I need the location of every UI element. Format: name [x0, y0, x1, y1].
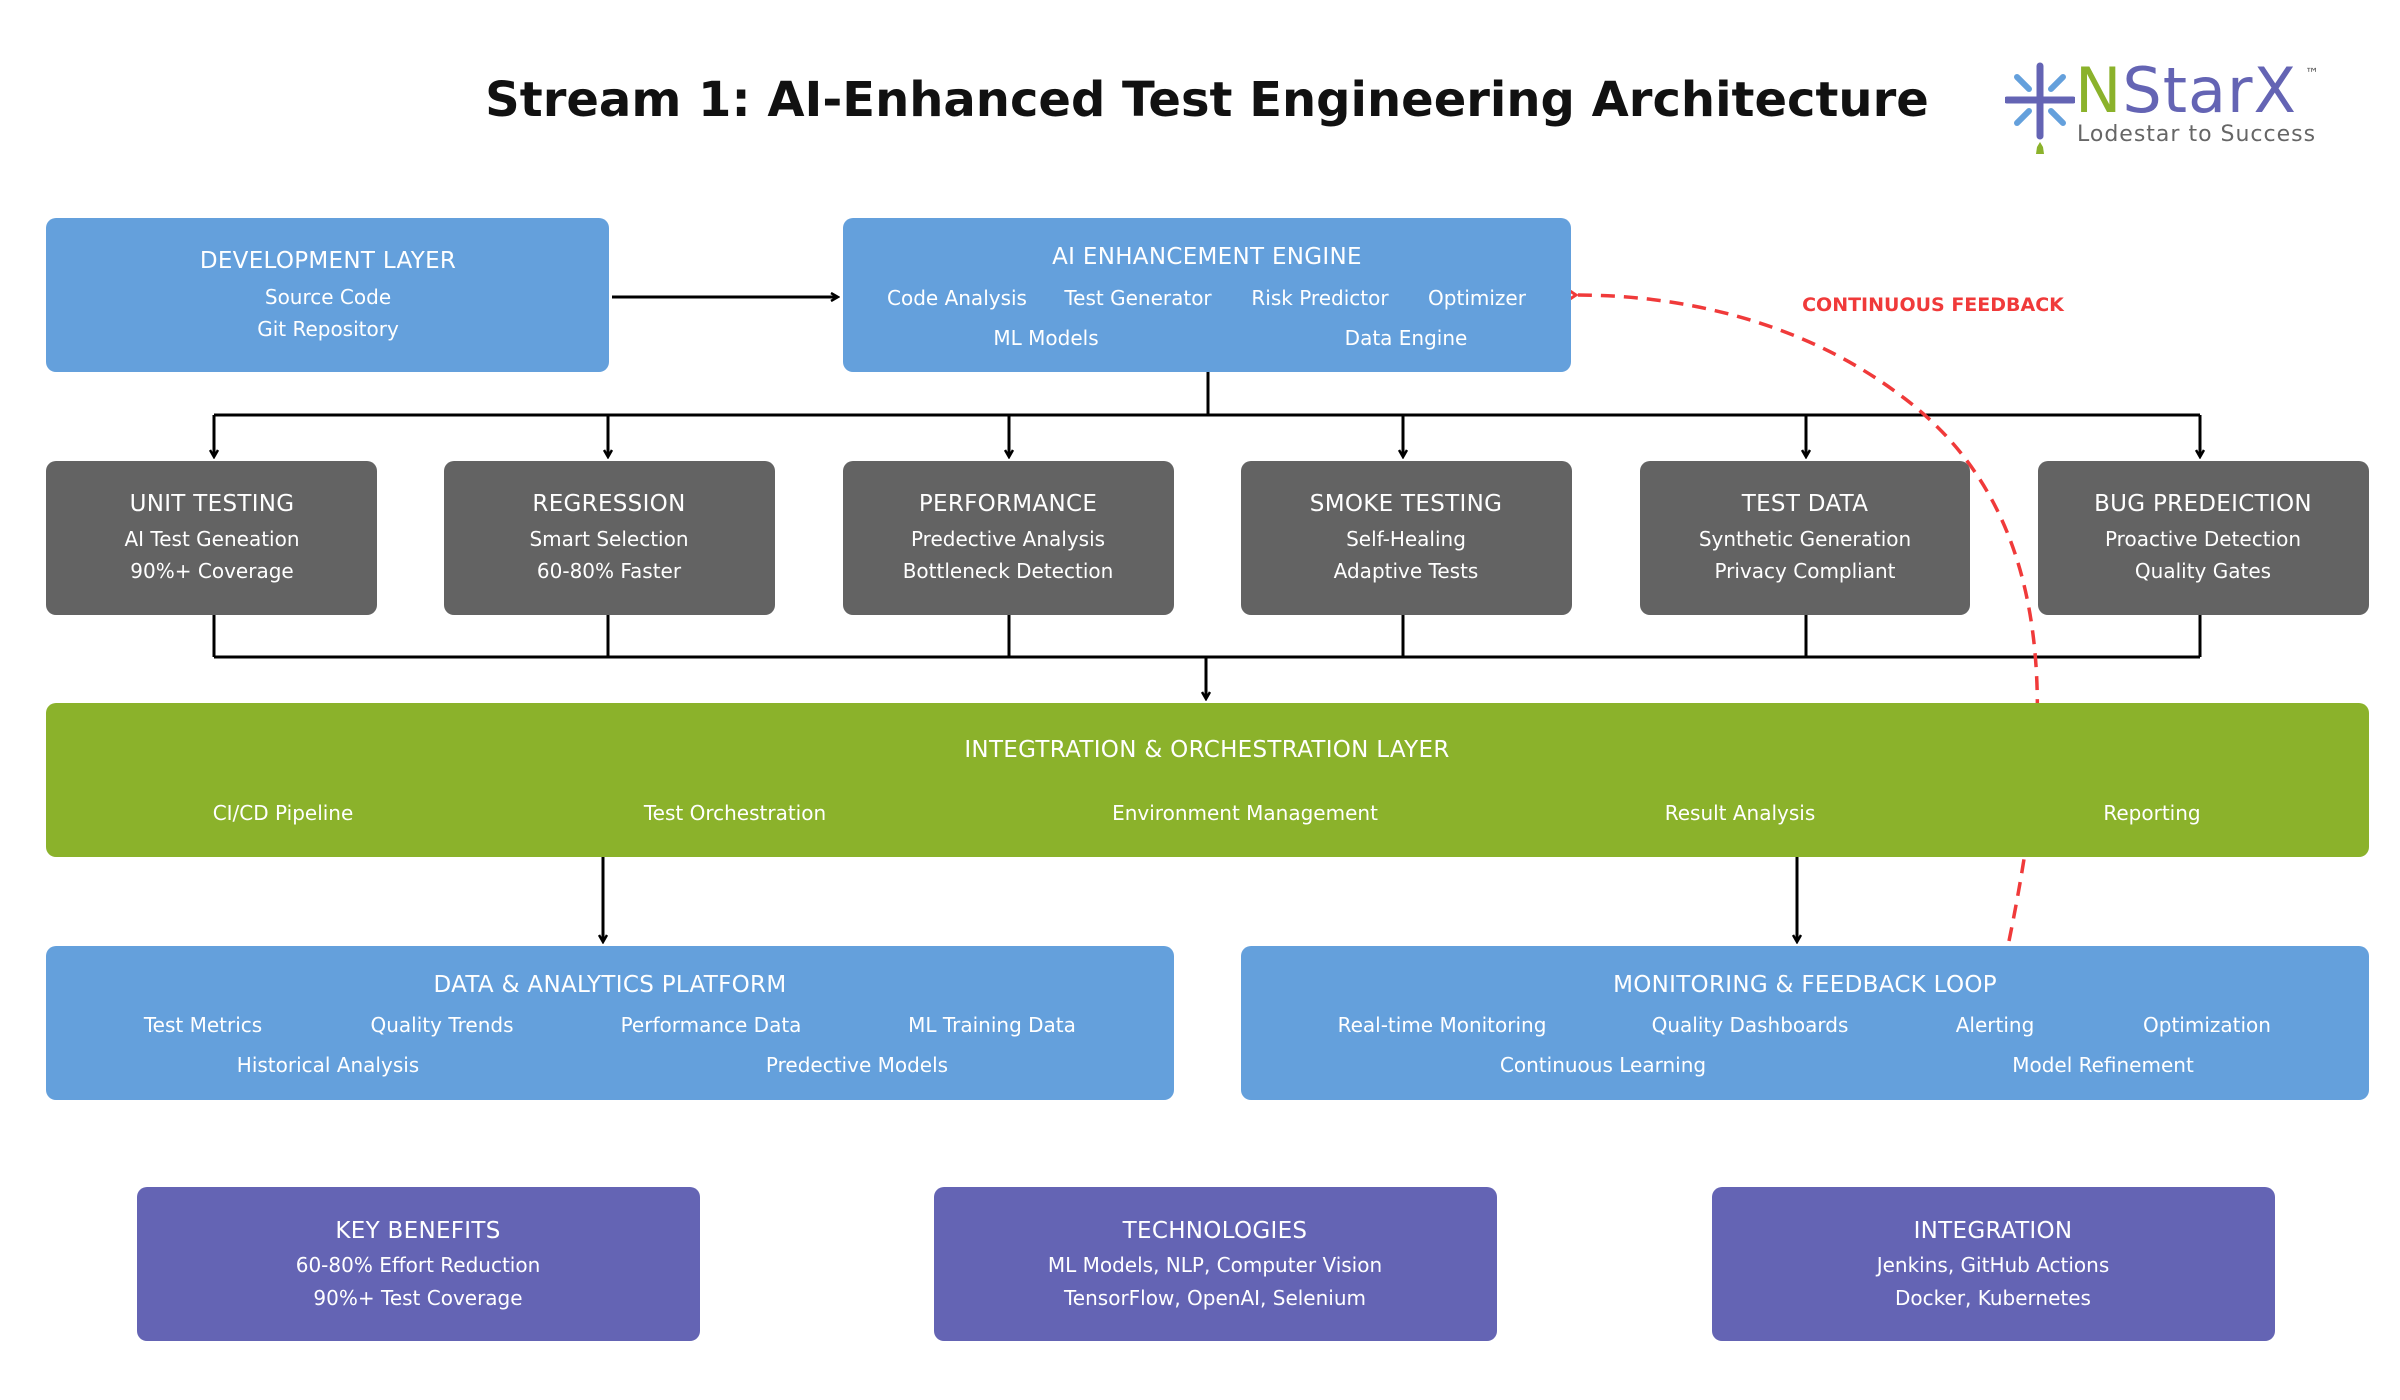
- key-benefits-box: [137, 1187, 700, 1341]
- ai-engine-item: Test Generator: [1064, 286, 1212, 310]
- data-platform-item: Test Metrics: [143, 1013, 263, 1037]
- technologies-box: [934, 1187, 1497, 1341]
- data-platform-box: [46, 946, 1174, 1100]
- test-type-line: Adaptive Tests: [1333, 559, 1479, 583]
- monitoring-item: Quality Dashboards: [1651, 1013, 1849, 1037]
- test-type-line: 90%+ Coverage: [130, 559, 294, 583]
- integration-item: Reporting: [2103, 801, 2201, 825]
- monitoring-box: [1241, 946, 2369, 1100]
- summary-line: Docker, Kubernetes: [1895, 1286, 2091, 1310]
- monitoring-item: Optimization: [2143, 1013, 2271, 1037]
- integration-title: INTEGTRATION & ORCHESTRATION LAYER: [964, 737, 1450, 763]
- logo-n: N: [2075, 54, 2123, 127]
- integration-item: CI/CD Pipeline: [212, 801, 354, 825]
- development-layer-box: [46, 218, 609, 372]
- test-type-line: Bottleneck Detection: [902, 559, 1114, 583]
- rise-connectors: [212, 615, 2202, 657]
- summary-line: Jenkins, GitHub Actions: [1876, 1253, 2110, 1277]
- integration-item: Result Analysis: [1664, 801, 1816, 825]
- continuous-feedback-label: CONTINUOUS FEEDBACK: [1802, 294, 2064, 316]
- summary-line: 90%+ Test Coverage: [313, 1286, 523, 1310]
- drop-arrows: [214, 415, 2200, 457]
- logo-tagline: Lodestar to Success: [2077, 122, 2317, 147]
- test-type-line: 60-80% Faster: [536, 559, 682, 583]
- test-type-title: BUG PREDEICTION: [2094, 491, 2312, 517]
- monitoring-item: Model Refinement: [2012, 1053, 2194, 1077]
- unit-testing-box: [46, 461, 377, 615]
- test-type-line: Proactive Detection: [2104, 527, 2302, 551]
- summary-line: ML Models, NLP, Computer Vision: [1047, 1253, 1383, 1277]
- page-title: Stream 1: AI-Enhanced Test Engineering A…: [485, 72, 1929, 128]
- development-item: Source Code: [264, 285, 392, 309]
- test-type-line: Smart Selection: [529, 527, 689, 551]
- test-type-line: Predective Analysis: [910, 527, 1106, 551]
- integration-layer-box: [46, 703, 2369, 857]
- logo-tm: ™: [2305, 66, 2319, 82]
- monitoring-item: Real-time Monitoring: [1337, 1013, 1547, 1037]
- nstarx-logo: NStarX ™ Lodestar to Success: [2005, 54, 2335, 155]
- logo-wordmark: NStarX: [2075, 54, 2297, 127]
- summary-line: 60-80% Effort Reduction: [295, 1253, 541, 1277]
- test-type-line: Synthetic Generation: [1698, 527, 1912, 551]
- test-type-line: Self-Healing: [1346, 527, 1466, 551]
- test-type-title: UNIT TESTING: [129, 491, 295, 517]
- test-data-box: [1640, 461, 1970, 615]
- test-type-title: SMOKE TESTING: [1309, 491, 1503, 517]
- data-platform-item: Historical Analysis: [236, 1053, 420, 1077]
- data-platform-item: Performance Data: [620, 1013, 802, 1037]
- data-platform-title: DATA & ANALYTICS PLATFORM: [433, 972, 787, 998]
- summary-line: TensorFlow, OpenAI, Selenium: [1063, 1286, 1367, 1310]
- summary-title: INTEGRATION: [1913, 1218, 2073, 1244]
- performance-box: [843, 461, 1174, 615]
- data-platform-item: Quality Trends: [370, 1013, 514, 1037]
- bug-prediction-box: [2038, 461, 2369, 615]
- summary-title: TECHNOLOGIES: [1122, 1218, 1308, 1244]
- ai-engine-item: Data Engine: [1344, 326, 1468, 350]
- regression-box: [444, 461, 775, 615]
- smoke-testing-box: [1241, 461, 1572, 615]
- monitoring-title: MONITORING & FEEDBACK LOOP: [1613, 972, 1997, 998]
- monitoring-item: Alerting: [1955, 1013, 2035, 1037]
- ai-engine-title: AI ENHANCEMENT ENGINE: [1052, 244, 1362, 270]
- logo-starx: StarX: [2122, 54, 2298, 127]
- development-title: DEVELOPMENT LAYER: [199, 248, 457, 274]
- ai-engine-item: Risk Predictor: [1251, 286, 1389, 310]
- integration-summary-box: [1712, 1187, 2275, 1341]
- data-platform-item: ML Training Data: [908, 1013, 1076, 1037]
- summary-title: KEY BENEFITS: [335, 1218, 501, 1244]
- development-item: Git Repository: [257, 317, 399, 341]
- ai-engine-item: Code Analysis: [887, 286, 1027, 310]
- test-type-title: PERFORMANCE: [918, 491, 1098, 517]
- test-type-line: Privacy Compliant: [1714, 559, 1896, 583]
- test-type-title: REGRESSION: [532, 491, 686, 517]
- test-type-line: AI Test Geneation: [124, 527, 300, 551]
- ai-engine-box: [843, 218, 1571, 372]
- ai-engine-item: Optimizer: [1428, 286, 1526, 310]
- data-platform-item: Predective Models: [765, 1053, 949, 1077]
- monitoring-item: Continuous Learning: [1499, 1053, 1707, 1077]
- integration-item: Environment Management: [1112, 801, 1378, 825]
- integration-item: Test Orchestration: [643, 801, 827, 825]
- ai-engine-item: ML Models: [993, 326, 1099, 350]
- test-type-line: Quality Gates: [2134, 559, 2272, 583]
- test-type-title: TEST DATA: [1741, 491, 1869, 517]
- star-icon: [2005, 62, 2075, 154]
